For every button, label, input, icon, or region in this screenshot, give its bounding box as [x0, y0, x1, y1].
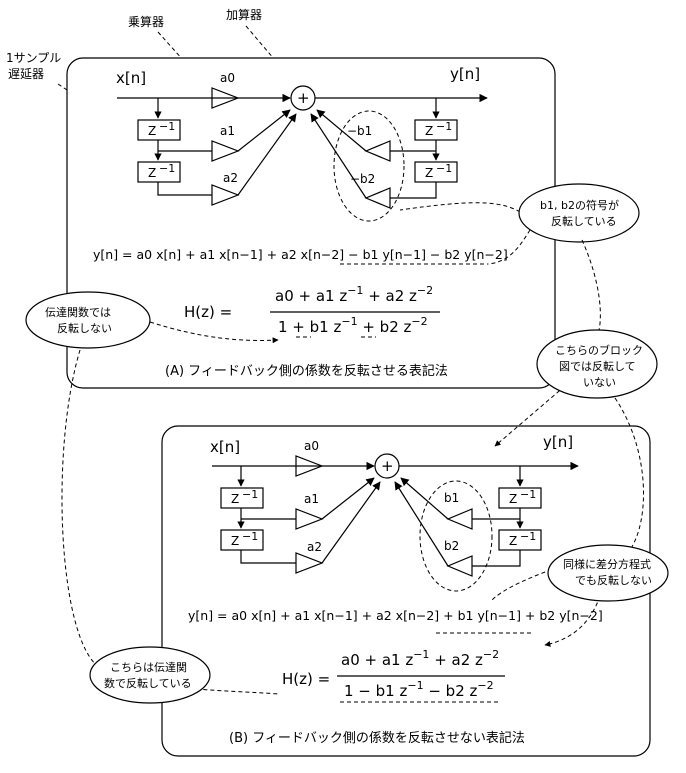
- callout-block-not-inverted: [536, 329, 658, 399]
- panel-b-caption: (B) フィードバック側の係数を反転させない表記法: [229, 730, 525, 746]
- svg-text:a0 + a1 z−1 + a2 z−2: a0 + a1 z−1 + a2 z−2: [341, 648, 499, 669]
- svg-text:1 + b1 z−1 + b2 z−2: 1 + b1 z−1 + b2 z−2: [278, 315, 428, 336]
- svg-text:H(z) =: H(z) =: [184, 303, 232, 321]
- svg-text:−1: −1: [159, 120, 175, 133]
- svg-text:a2: a2: [223, 171, 238, 185]
- svg-text:いない: いない: [583, 376, 616, 389]
- panel-a-feedback-highlight: [333, 110, 405, 222]
- svg-text:でも反転しない: でも反転しない: [575, 574, 652, 587]
- svg-text:−1: −1: [242, 488, 258, 501]
- svg-text:+: +: [381, 457, 394, 475]
- panel-b-delay-2: [220, 529, 264, 551]
- panel-b-gain-b2: [446, 555, 473, 577]
- panel-a-caption: (A) フィードバック側の係数を反転させる表記法: [165, 363, 448, 379]
- panel-a-delay-1: [137, 119, 181, 141]
- svg-text:+: +: [297, 89, 310, 107]
- svg-text:伝達関数では: 伝達関数では: [45, 306, 111, 319]
- svg-text:−1: −1: [242, 530, 258, 543]
- panel-b-gain-a0: [295, 455, 324, 477]
- svg-text:b1: b1: [444, 491, 459, 505]
- svg-text:a1: a1: [304, 492, 319, 506]
- svg-text:−1: −1: [436, 162, 452, 175]
- svg-text:a0: a0: [304, 439, 319, 453]
- panel-b-output-label: y[n]: [543, 433, 573, 451]
- callout-diffeq-not-inverted: [547, 544, 669, 602]
- panel-a-gain-b2: [364, 187, 391, 209]
- svg-text:−1: −1: [520, 530, 536, 543]
- svg-text:Z: Z: [509, 534, 517, 548]
- delay-label-line2: 遅延器: [8, 67, 44, 81]
- svg-text:Z: Z: [509, 492, 517, 506]
- multiplier-label: 乗算器: [128, 14, 164, 29]
- panel-b-gain-a1: [295, 508, 324, 530]
- svg-text:こちらのブロック: こちらのブロック: [555, 343, 643, 357]
- svg-text:a1: a1: [220, 124, 235, 138]
- svg-text:Z: Z: [148, 166, 156, 180]
- svg-text:−1: −1: [520, 488, 536, 501]
- svg-text:こちらは伝達関: こちらは伝達関: [110, 661, 187, 674]
- svg-text:b1, b2の符号が: b1, b2の符号が: [540, 198, 619, 212]
- callout-tf-not-inverted: [25, 291, 151, 349]
- svg-text:同様に差分方程式: 同様に差分方程式: [563, 557, 651, 571]
- panel-a-gain-b1: [364, 140, 391, 162]
- callout-tf-inverted: [89, 646, 211, 704]
- svg-text:数で反転している: 数で反転している: [104, 677, 192, 690]
- panel-a-block-diagram: x[n] y[n] Z−1 Z−1 a0 a1 a2 + Z−1 Z−1: [116, 65, 488, 222]
- panel-b-feedback-highlight: [419, 480, 493, 592]
- svg-text:Z: Z: [231, 492, 239, 506]
- svg-text:−1: −1: [436, 120, 452, 133]
- panel-a-difference-equation: y[n] = a0 x[n] + a1 x[n−1] + a2 x[n−2] −…: [93, 247, 508, 262]
- svg-text:b2: b2: [444, 539, 459, 553]
- panel-b-transfer-function: H(z) = a0 + a1 z−1 + a2 z−2 1 − b1 z−1 −…: [282, 648, 505, 703]
- panel-a-gain-a0: [211, 87, 240, 109]
- panel-a-input-label: x[n]: [116, 69, 146, 87]
- svg-text:a0 + a1 z−1 + a2 z−2: a0 + a1 z−1 + a2 z−2: [275, 284, 433, 305]
- svg-text:反転しない: 反転しない: [57, 322, 112, 335]
- svg-text:H(z) =: H(z) =: [282, 670, 330, 688]
- adder-label: 加算器: [226, 7, 262, 22]
- svg-text:1 − b1 z−1 − b2 z−2: 1 − b1 z−1 − b2 z−2: [344, 679, 494, 700]
- svg-text:Z: Z: [231, 534, 239, 548]
- panel-b-gain-b1: [446, 508, 473, 530]
- panel-a-gain-a2: [211, 184, 240, 206]
- svg-text:Z: Z: [425, 124, 433, 138]
- svg-text:Z: Z: [148, 124, 156, 138]
- panel-b-gain-a2: [295, 552, 324, 574]
- svg-text:−b1: −b1: [347, 124, 372, 138]
- svg-text:図では反転して: 図では反転して: [559, 360, 636, 373]
- callout-signs-inverted: [518, 183, 640, 243]
- panel-a-transfer-function: H(z) = a0 + a1 z−1 + a2 z−2 1 + b1 z−1 +…: [184, 284, 440, 338]
- svg-text:Z: Z: [425, 166, 433, 180]
- panel-a-output-label: y[n]: [450, 65, 480, 83]
- svg-text:a2: a2: [307, 540, 322, 554]
- panel-b-input-label: x[n]: [210, 438, 240, 456]
- panel-a-gain-a1: [211, 140, 240, 162]
- delay-label-line1: 1サンプル: [6, 51, 61, 65]
- panel-b-delay-1: [220, 487, 264, 509]
- svg-text:反転している: 反転している: [551, 215, 617, 228]
- svg-text:a0: a0: [220, 71, 235, 85]
- panel-a-delay-2: [137, 161, 181, 183]
- panel-b-difference-equation: y[n] = a0 x[n] + a1 x[n−1] + a2 x[n−2] +…: [188, 608, 603, 623]
- svg-text:−1: −1: [159, 162, 175, 175]
- panel-b-block-diagram: x[n] y[n] Z−1 Z−1 a0 a1 a2 + Z−1 Z−1 b1 …: [210, 433, 579, 592]
